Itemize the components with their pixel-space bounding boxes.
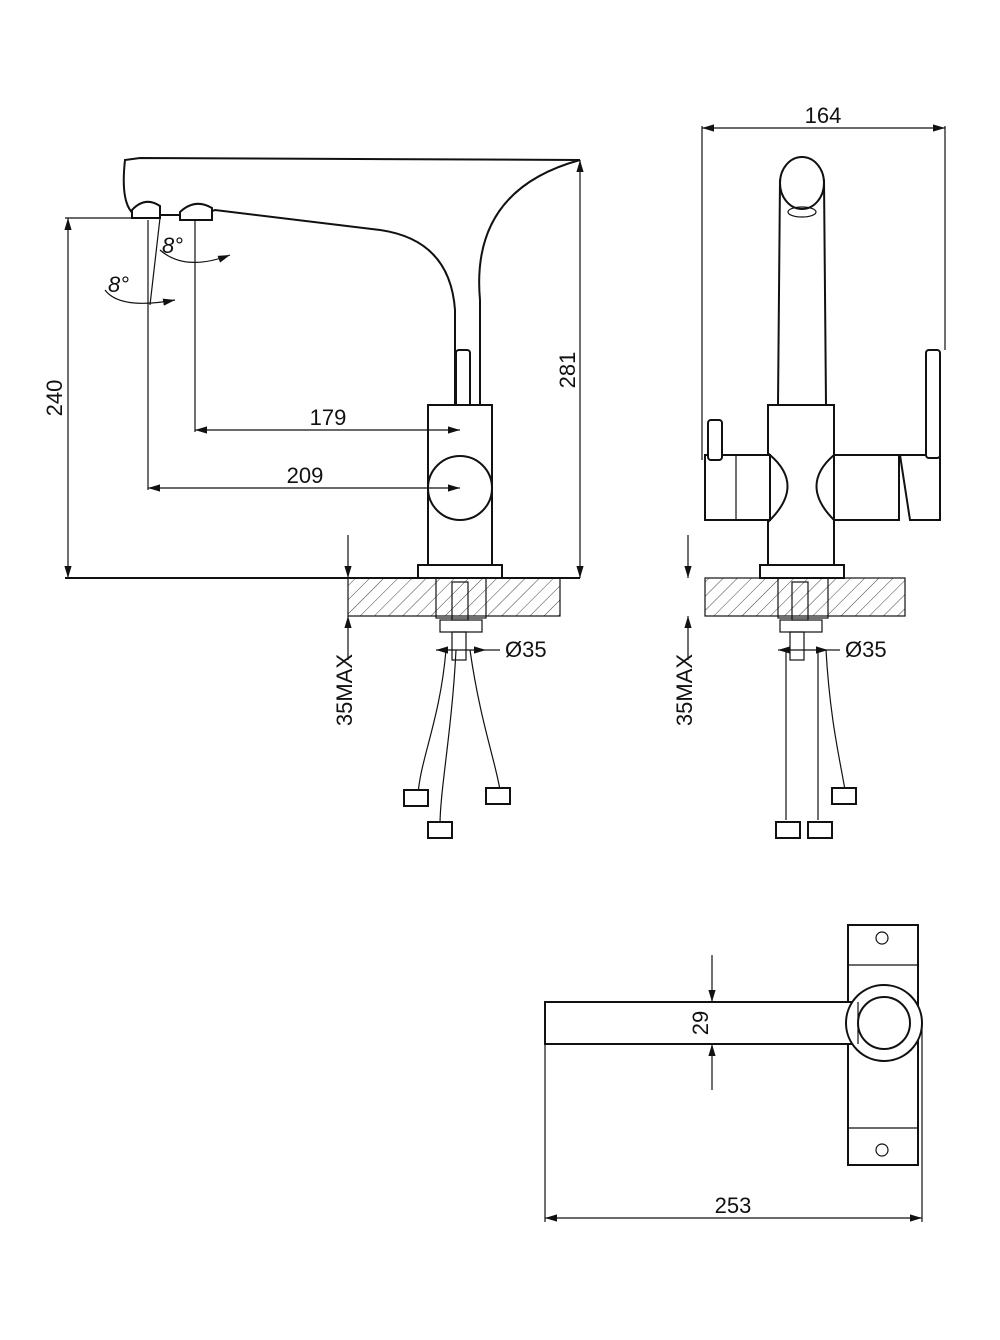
hose-1-side <box>417 649 447 796</box>
fitting-3-side <box>485 787 511 805</box>
dim-label-dia-left: Ø35 <box>505 637 547 662</box>
fitting-1-side <box>403 789 429 807</box>
spout-top <box>544 1001 886 1045</box>
mount-stud-front <box>777 577 829 619</box>
front-view: 164 35MAX Ø35 <box>672 103 946 839</box>
hose-3-side <box>469 649 501 791</box>
arm-collar-left <box>735 454 771 521</box>
arm-left-front <box>704 454 771 521</box>
arm-joint-left <box>769 452 789 523</box>
top-view: 29 253 <box>544 924 923 1222</box>
angle-arc-2 <box>104 289 176 306</box>
dim-label-179: 179 <box>310 405 347 430</box>
dim-label-240: 240 <box>42 380 67 417</box>
fitting-2-side <box>427 821 453 839</box>
dim-label-dia-right: Ø35 <box>845 637 887 662</box>
angle-ray-1 <box>149 217 161 306</box>
spout-base-inner <box>857 996 911 1050</box>
arm-right-front <box>833 454 900 521</box>
dim-label-35max-left: 35MAX <box>332 654 357 726</box>
dim-label-35max-right: 35MAX <box>672 654 697 726</box>
angle-label-2: 8° <box>108 272 129 297</box>
arm-joint-right <box>815 452 835 523</box>
washer-side <box>439 619 483 633</box>
handle-base-right <box>898 454 941 521</box>
spout-side <box>122 156 581 406</box>
fitting-3-front <box>831 787 857 805</box>
lever-right-front <box>925 349 941 459</box>
screw-hole-bottom <box>875 1143 889 1157</box>
aerator-front <box>787 206 817 218</box>
lever-left-front <box>707 419 723 461</box>
base-ring-front <box>759 564 845 579</box>
spout-head-front <box>779 156 825 210</box>
countertop-side <box>347 577 561 617</box>
dim-label-253: 253 <box>715 1193 752 1218</box>
dim-label-29: 29 <box>688 1011 713 1035</box>
dim-label-164: 164 <box>805 103 842 128</box>
side-view: 281 240 179 209 8° 8° 35MAX Ø35 <box>42 156 584 839</box>
angle-arc-1 <box>159 249 231 264</box>
dim-label-209: 209 <box>287 463 324 488</box>
angle-label-1: 8° <box>162 233 183 258</box>
fitting-1-front <box>775 821 801 839</box>
nut-side <box>451 631 467 661</box>
dim-label-281: 281 <box>555 352 580 389</box>
countertop-front <box>704 577 906 617</box>
hose-3-front <box>825 649 846 791</box>
washer-front <box>779 619 823 633</box>
hose-2-side <box>439 649 457 826</box>
mount-stud-side <box>435 577 487 619</box>
fitting-2-front <box>807 821 833 839</box>
screw-hole-top <box>875 931 889 945</box>
nut-front <box>789 631 805 661</box>
aerator-2 <box>179 202 213 221</box>
aerator-1 <box>131 200 161 219</box>
base-ring-side <box>417 564 503 579</box>
